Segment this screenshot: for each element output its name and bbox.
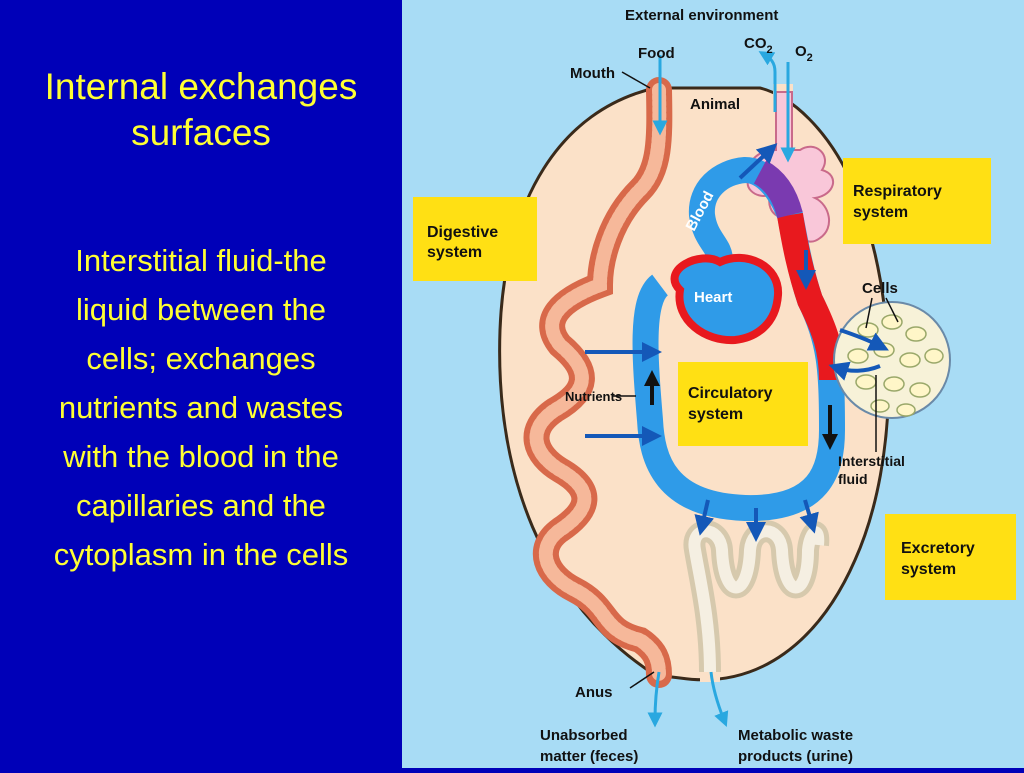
digestive-tract-inner — [529, 83, 667, 682]
co2-subscript: 2 — [767, 44, 773, 56]
slide-title-line: Internal exchanges — [44, 66, 358, 107]
circulatory-label-line2: system — [688, 406, 743, 423]
animal-label: Animal — [690, 96, 740, 113]
body-line: liquid between the — [76, 292, 326, 327]
circulatory-label-line1: Circulatory — [688, 385, 773, 402]
cells-leader-line-1 — [865, 297, 873, 329]
nutrients-label: Nutrients — [565, 389, 622, 404]
respiratory-label-line1: Respiratory — [853, 183, 942, 200]
o2-subscript: 2 — [807, 52, 813, 64]
external-environment-label: External environment — [625, 7, 778, 24]
body-line: capillaries and the — [76, 488, 326, 523]
unabsorbed-label-line1: Unabsorbed — [540, 727, 628, 744]
respiratory-system-box — [843, 158, 991, 244]
cells-to-blood-arrow — [828, 361, 881, 381]
digestive-label-line2: system — [427, 244, 482, 261]
mouth-leader-line — [621, 71, 651, 89]
metabolic-waste-label-line1: Metabolic waste — [738, 727, 853, 744]
o2-label: O2 — [795, 43, 813, 64]
blood-to-cells-arrow — [839, 328, 889, 351]
circulatory-system-box — [678, 362, 808, 446]
diagram-panel: Digestive system Respiratory system Circ… — [402, 0, 1024, 768]
body-line: with the blood in the — [63, 439, 339, 474]
anus-label: Anus — [575, 684, 613, 701]
excretory-label-line2: system — [901, 561, 956, 578]
excretory-label-line1: Excretory — [901, 540, 975, 557]
cells-label: Cells — [862, 280, 898, 297]
digestive-system-box — [413, 197, 537, 281]
cells-leader-line-2 — [885, 297, 899, 323]
metabolic-waste-label-line2: products (urine) — [738, 748, 853, 765]
body-line: nutrients and wastes — [58, 390, 344, 425]
interstitial-fluid-label-line2: fluid — [838, 471, 868, 487]
heart-label: Heart — [694, 289, 732, 306]
co2-label: CO2 — [744, 35, 773, 56]
body-line: Interstitial fluid-the — [75, 243, 327, 278]
filtration-arrow-1 — [694, 499, 714, 536]
blood-vessel-transition — [753, 160, 803, 219]
slide-text-panel: Internal exchanges surfaces Interstitial… — [0, 0, 402, 768]
unabsorbed-label-line2: matter (feces) — [540, 748, 638, 765]
mouth-label: Mouth — [570, 65, 615, 82]
co2-text: CO — [744, 35, 767, 52]
excretory-tubules-inner — [688, 525, 825, 673]
interstitial-fluid-label-line1: Interstitial — [838, 453, 905, 469]
excretory-system-box — [885, 514, 1016, 600]
exchange-diagram: Digestive system Respiratory system Circ… — [402, 0, 1024, 768]
heart — [670, 253, 782, 345]
food-label: Food — [638, 45, 675, 62]
body-line: cytoplasm in the cells — [53, 537, 349, 572]
anus-leader-line — [629, 671, 655, 689]
body-line: cells; exchanges — [86, 341, 316, 376]
blood-to-lung-arrow — [738, 143, 778, 180]
co2-out-arrow — [758, 51, 777, 112]
digestive-label-line1: Digestive — [427, 224, 498, 241]
respiratory-label-line2: system — [853, 204, 908, 221]
feces-out-arrow — [647, 671, 663, 728]
urine-out-arrow — [709, 671, 729, 727]
o2-text: O — [795, 43, 807, 60]
blood-vessel-oxygenated — [777, 212, 845, 381]
slide-title: Internal exchanges surfaces — [0, 64, 402, 156]
slide-body-text: Interstitial fluid-the liquid between th… — [0, 236, 402, 579]
filtration-arrow-3 — [799, 499, 819, 534]
slide-title-line: surfaces — [131, 112, 271, 153]
